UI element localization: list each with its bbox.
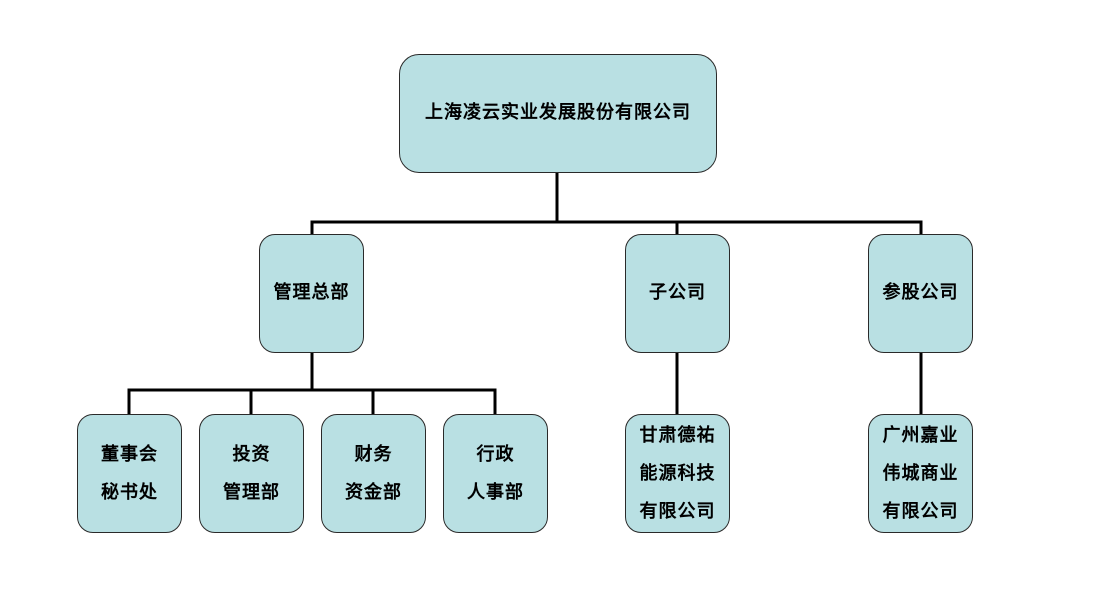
node-root-label: 上海凌云实业发展股份有限公司 [425,102,691,124]
node-finance-label: 财务 资金部 [345,443,402,503]
node-subsidiary-label: 子公司 [649,282,706,304]
node-subsidiary: 子公司 [625,234,730,353]
node-investment-label: 投资 管理部 [223,443,280,503]
node-board-secretary: 董事会 秘书处 [77,414,182,533]
node-management-label: 管理总部 [273,282,350,304]
node-admin-hr-dept: 行政 人事部 [443,414,548,533]
node-guangzhou-company: 广州嘉业 伟城商业 有限公司 [868,414,973,533]
node-board-secretary-label: 董事会 秘书处 [101,443,158,503]
node-gansu-label: 甘肃德祐 能源科技 有限公司 [639,424,716,522]
node-management-hq: 管理总部 [259,234,364,353]
node-guangzhou-label: 广州嘉业 伟城商业 有限公司 [882,424,959,522]
node-finance-dept: 财务 资金部 [321,414,426,533]
node-affiliate: 参股公司 [868,234,973,353]
node-root-company: 上海凌云实业发展股份有限公司 [399,54,717,173]
node-gansu-company: 甘肃德祐 能源科技 有限公司 [625,414,730,533]
node-affiliate-label: 参股公司 [882,282,959,304]
node-admin-hr-label: 行政 人事部 [467,443,524,503]
node-investment-dept: 投资 管理部 [199,414,304,533]
